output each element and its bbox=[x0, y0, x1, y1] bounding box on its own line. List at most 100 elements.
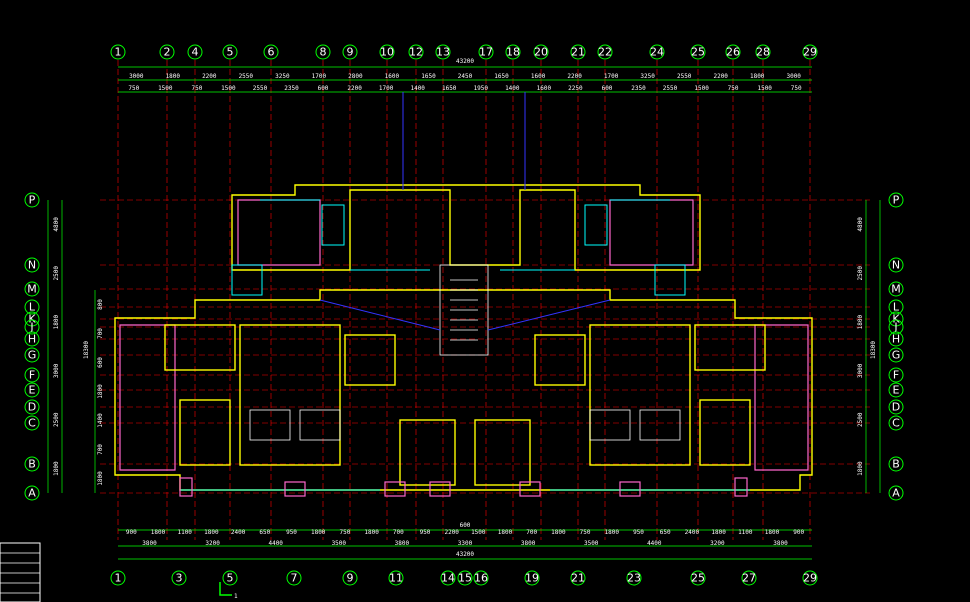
axis-bubble-bottom-21: 21 bbox=[570, 570, 586, 586]
svg-text:21: 21 bbox=[571, 46, 585, 59]
axis-bubble-right-L: L bbox=[888, 299, 904, 315]
axis-bubble-right-G: G bbox=[888, 347, 904, 363]
svg-text:D: D bbox=[28, 401, 36, 414]
dim-top-2-0: 750 bbox=[128, 85, 139, 92]
svg-text:24: 24 bbox=[650, 46, 664, 59]
dim-bottom-1-22: 1800 bbox=[711, 529, 726, 536]
axis-bubble-bottom-15: 15 bbox=[457, 570, 473, 586]
svg-text:E: E bbox=[29, 384, 36, 397]
axis-bubble-bottom-29: 29 bbox=[802, 570, 818, 586]
dim-top-2-7: 2200 bbox=[347, 85, 362, 92]
dim-left-outer-0: 4800 bbox=[53, 217, 60, 232]
dim-bottom-1-15: 700 bbox=[526, 529, 537, 536]
svg-text:18: 18 bbox=[506, 46, 520, 59]
dim-left-outer-5: 1800 bbox=[53, 461, 60, 476]
dim-left-inner-0: 800 bbox=[97, 299, 104, 310]
svg-text:C: C bbox=[892, 417, 900, 430]
dim-top-1-7: 1600 bbox=[385, 73, 400, 80]
dim-right-outer-0: 4800 bbox=[857, 217, 864, 232]
dim-top-2-6: 600 bbox=[318, 85, 329, 92]
dim-top-1-6: 2800 bbox=[348, 73, 363, 80]
svg-text:H: H bbox=[892, 333, 900, 346]
dim-top-1-10: 1650 bbox=[494, 73, 509, 80]
dim-top-2-1: 1500 bbox=[158, 85, 173, 92]
dim-bottom-1-18: 1800 bbox=[605, 529, 620, 536]
svg-text:16: 16 bbox=[474, 572, 488, 585]
axis-bubble-left-A: A bbox=[24, 485, 40, 501]
dim-bottom-1-4: 2400 bbox=[231, 529, 246, 536]
dim-bottom-1-21: 2400 bbox=[685, 529, 700, 536]
axis-bubble-top-4: 4 bbox=[187, 44, 203, 60]
axis-bubble-top-17: 17 bbox=[478, 44, 494, 60]
svg-text:A: A bbox=[892, 487, 900, 500]
svg-text:G: G bbox=[28, 349, 37, 362]
svg-text:K: K bbox=[28, 313, 36, 326]
dim-left-inner-3: 1800 bbox=[97, 384, 104, 399]
axis-bubble-right-J: J bbox=[888, 319, 904, 335]
axis-bubble-bottom-5: 5 bbox=[222, 570, 238, 586]
axis-bubble-top-1: 1 bbox=[110, 44, 126, 60]
svg-text:21: 21 bbox=[571, 572, 585, 585]
dim-bottom-1-0: 900 bbox=[126, 529, 137, 536]
axis-bubble-top-8: 8 bbox=[315, 44, 331, 60]
svg-text:N: N bbox=[892, 259, 900, 272]
dim-bottom-1-24: 1800 bbox=[765, 529, 780, 536]
dim-top-1-11: 1600 bbox=[531, 73, 546, 80]
dim-left-outer-2: 1800 bbox=[53, 314, 60, 329]
axis-bubble-left-H: H bbox=[24, 331, 40, 347]
axis-bubble-bottom-3: 3 bbox=[171, 570, 187, 586]
axis-bubble-bottom-23: 23 bbox=[626, 570, 642, 586]
dim-top-2-11: 1950 bbox=[474, 85, 489, 92]
axis-bubble-left-C: C bbox=[24, 415, 40, 431]
dim-top-2-17: 2550 bbox=[663, 85, 678, 92]
dim-bottom-2-1: 3200 bbox=[205, 540, 220, 547]
dim-left-inner-1: 700 bbox=[97, 328, 104, 339]
svg-text:D: D bbox=[892, 401, 900, 414]
svg-text:6: 6 bbox=[268, 46, 275, 59]
svg-text:B: B bbox=[892, 458, 900, 471]
svg-text:13: 13 bbox=[436, 46, 450, 59]
dim-top-1-12: 2200 bbox=[567, 73, 582, 80]
axis-bubble-left-F: F bbox=[24, 367, 40, 383]
svg-text:P: P bbox=[29, 194, 36, 207]
axis-bubble-left-N: N bbox=[24, 257, 40, 273]
svg-text:H: H bbox=[28, 333, 36, 346]
dim-top-1-9: 2450 bbox=[458, 73, 473, 80]
axis-bubble-top-18: 18 bbox=[505, 44, 521, 60]
svg-text:M: M bbox=[27, 283, 37, 296]
dim-right-outer-5: 1800 bbox=[857, 461, 864, 476]
svg-text:2: 2 bbox=[164, 46, 171, 59]
dim-top-1-0: 3000 bbox=[129, 73, 144, 80]
svg-text:L: L bbox=[29, 301, 36, 314]
axis-bubble-left-E: E bbox=[24, 382, 40, 398]
dim-bottom-2-7: 3500 bbox=[584, 540, 599, 547]
dim-top-2-21: 750 bbox=[791, 85, 802, 92]
dim-top-2-20: 1500 bbox=[757, 85, 772, 92]
bottom-center-dim: 600 bbox=[460, 522, 471, 529]
dim-left-inner-5: 700 bbox=[97, 444, 104, 455]
dim-top-1-3: 2550 bbox=[239, 73, 254, 80]
dim-top-2-4: 2550 bbox=[253, 85, 268, 92]
building-walls bbox=[114, 92, 813, 497]
dim-bottom-1-20: 650 bbox=[660, 529, 671, 536]
svg-text:L: L bbox=[893, 301, 900, 314]
axis-bubble-right-E: E bbox=[888, 382, 904, 398]
dim-top-1-1: 1800 bbox=[166, 73, 181, 80]
dim-right-outer-4: 2500 bbox=[857, 412, 864, 427]
dim-top-2-3: 1500 bbox=[221, 85, 236, 92]
axis-bubble-top-24: 24 bbox=[649, 44, 665, 60]
axis-bubble-top-13: 13 bbox=[435, 44, 451, 60]
axis-bubble-left-D: D bbox=[24, 399, 40, 415]
axis-bubble-left-K: K bbox=[24, 311, 40, 327]
dim-bottom-1-6: 950 bbox=[286, 529, 297, 536]
dim-bottom-2-6: 3800 bbox=[521, 540, 536, 547]
dim-top-1-18: 3000 bbox=[786, 73, 801, 80]
axis-bubble-right-D: D bbox=[888, 399, 904, 415]
svg-text:15: 15 bbox=[458, 572, 472, 585]
axis-bubble-top-26: 26 bbox=[725, 44, 741, 60]
dim-top-2-14: 2250 bbox=[568, 85, 583, 92]
svg-text:A: A bbox=[28, 487, 36, 500]
